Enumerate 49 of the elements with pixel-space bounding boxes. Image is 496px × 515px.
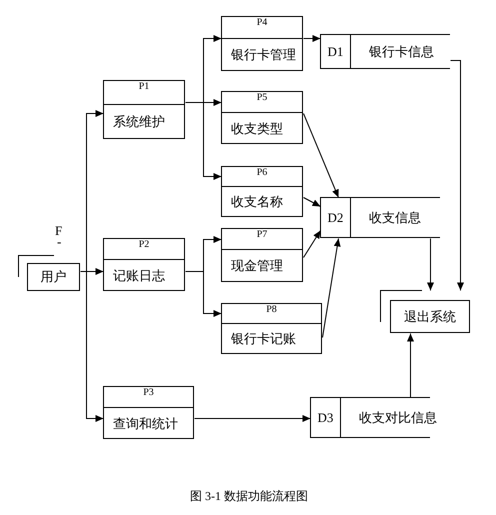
process-name: 记账日志 <box>113 267 165 284</box>
store-name: 银行卡信息 <box>369 43 434 60</box>
process-name: 收支名称 <box>231 193 283 210</box>
process-id-header: P1 <box>104 81 184 105</box>
process-box <box>103 238 185 291</box>
entity-label: F <box>55 224 62 238</box>
external-entity: 用户 <box>27 263 80 291</box>
arrow <box>303 197 321 207</box>
figure-caption: 图 3-1 数据功能流程图 <box>190 489 308 504</box>
data-store <box>320 197 440 238</box>
process-id-header: P3 <box>104 387 193 408</box>
entity-label: - <box>57 235 62 249</box>
arrow <box>303 230 321 258</box>
store-name: 收支对比信息 <box>359 409 437 426</box>
process-box <box>103 386 194 439</box>
arrow <box>427 238 434 291</box>
process-id-header: P8 <box>222 304 321 324</box>
process-id-header: P6 <box>222 167 302 187</box>
data-store <box>320 34 450 69</box>
process-id-header: P4 <box>222 17 302 39</box>
arrow <box>194 415 311 422</box>
arrow <box>185 271 222 317</box>
process-name: 系统维护 <box>113 113 165 130</box>
arrow <box>303 113 339 198</box>
store-id-cell: D1 <box>321 35 351 68</box>
process-id-header: P5 <box>222 92 302 113</box>
process-box <box>221 303 322 354</box>
process-box <box>221 228 303 282</box>
store-id-cell: D3 <box>311 398 341 437</box>
arrow <box>322 238 341 338</box>
process-name: 银行卡管理 <box>231 46 296 63</box>
process-id-header: P7 <box>222 229 302 250</box>
store-id-cell: D2 <box>321 198 351 237</box>
arrow <box>80 271 104 422</box>
process-box <box>221 166 303 217</box>
arrow <box>303 35 321 42</box>
process-id-header: P2 <box>104 239 184 260</box>
process-box <box>221 91 303 144</box>
process-box <box>221 16 303 71</box>
arrow <box>450 60 464 291</box>
arrow <box>185 102 222 180</box>
process-name: 银行卡记账 <box>231 330 296 347</box>
process-name: 现金管理 <box>231 257 283 274</box>
process-name: 收支类型 <box>231 120 283 137</box>
arrow <box>407 333 414 398</box>
process-name: 查询和统计 <box>113 415 178 432</box>
external-entity: 退出系统 <box>390 300 470 333</box>
process-box <box>103 80 185 139</box>
store-name: 收支信息 <box>369 209 421 226</box>
